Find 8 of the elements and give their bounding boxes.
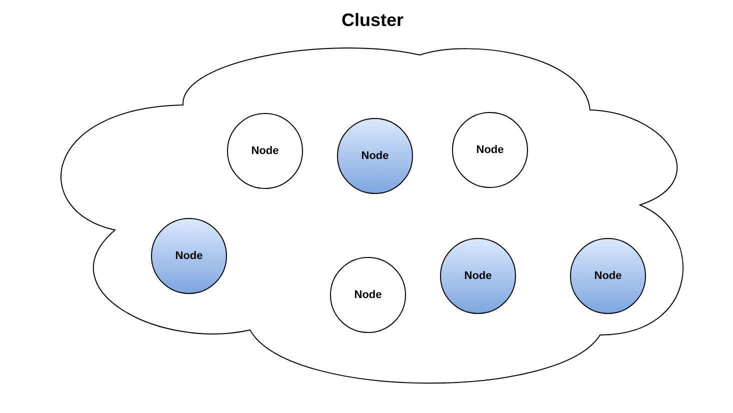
node-label: Node [354,289,382,301]
node-label: Node [175,250,203,262]
node-label: Node [251,145,279,157]
node-label: Node [464,270,492,282]
node-label: Node [361,150,389,162]
node-label: Node [476,144,504,156]
node-label: Node [594,270,622,282]
cluster-title: Cluster [341,10,404,31]
